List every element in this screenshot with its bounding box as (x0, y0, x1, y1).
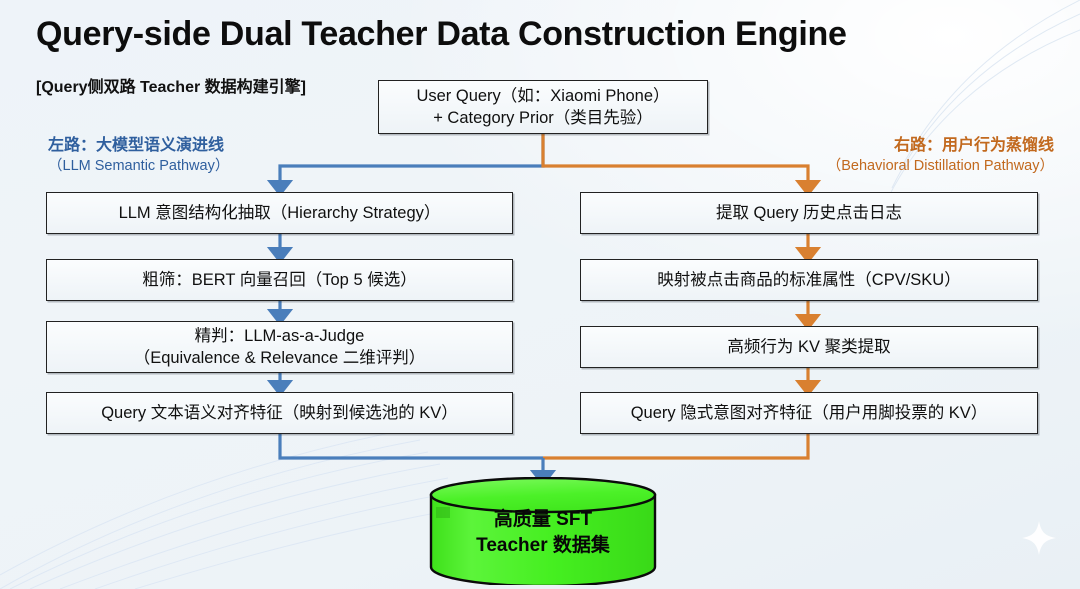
datastore-cylinder[interactable]: 高质量 SFT Teacher 数据集 (427, 476, 659, 588)
pathway-label-left-en: （LLM Semantic Pathway） (48, 158, 230, 174)
datastore-label-line1: 高质量 SFT (493, 509, 593, 530)
left-step-4-line1: Query 文本语义对齐特征（映射到候选池的 KV） (101, 404, 458, 422)
input-node-line1: User Query（如：Xiaomi Phone） (416, 87, 670, 105)
wire-left-to-datastore (278, 434, 543, 460)
left-step-3-line1: 精判：LLM-as-a-Judge (194, 327, 365, 345)
wire-right-to-datastore (543, 434, 810, 460)
input-node-user-query[interactable]: User Query（如：Xiaomi Phone） + Category Pr… (378, 80, 708, 134)
right-step-1[interactable]: 提取 Query 历史点击日志 (580, 192, 1038, 234)
pathway-label-right: 右路：用户行为蒸馏线 （Behavioral Distillation Path… (827, 136, 1054, 176)
page-subtitle: [Query侧双路 Teacher 数据构建引擎] (36, 79, 306, 96)
right-step-4[interactable]: Query 隐式意图对齐特征（用户用脚投票的 KV） (580, 392, 1038, 434)
pathway-label-right-cn: 右路：用户行为蒸馏线 (893, 137, 1054, 154)
left-step-3-line2: （Equivalence & Relevance 二维评判） (133, 349, 426, 367)
sparkle-icon (1022, 521, 1056, 555)
wire-input-to-left (266, 134, 545, 197)
datastore-label-line2: Teacher 数据集 (476, 535, 610, 556)
left-step-1-line1: LLM 意图结构化抽取（Hierarchy Strategy） (118, 204, 441, 222)
left-step-2[interactable]: 粗筛：BERT 向量召回（Top 5 候选） (46, 259, 513, 301)
cylinder-shape (429, 476, 657, 588)
right-step-3[interactable]: 高频行为 KV 聚类提取 (580, 326, 1038, 368)
right-step-1-line1: 提取 Query 历史点击日志 (715, 204, 903, 222)
pathway-label-left: 左路：大模型语义演进线 （LLM Semantic Pathway） (48, 136, 229, 176)
pathway-label-right-en: （Behavioral Distillation Pathway） (826, 158, 1054, 174)
left-step-2-line1: 粗筛：BERT 向量召回（Top 5 候选） (142, 271, 417, 289)
right-step-3-line1: 高频行为 KV 聚类提取 (727, 338, 891, 356)
right-step-2-line1: 映射被点击商品的标准属性（CPV/SKU） (657, 271, 961, 289)
page-title: Query-side Dual Teacher Data Constructio… (36, 15, 847, 53)
wire-input-to-right (541, 134, 822, 197)
right-step-2[interactable]: 映射被点击商品的标准属性（CPV/SKU） (580, 259, 1038, 301)
datastore-label: 高质量 SFT Teacher 数据集 (427, 507, 659, 559)
input-node-line2: + Category Prior（类目先验） (433, 109, 653, 127)
pathway-label-left-cn: 左路：大模型语义演进线 (48, 137, 225, 154)
right-step-4-line1: Query 隐式意图对齐特征（用户用脚投票的 KV） (630, 404, 988, 422)
left-step-1[interactable]: LLM 意图结构化抽取（Hierarchy Strategy） (46, 192, 513, 234)
left-step-3[interactable]: 精判：LLM-as-a-Judge （Equivalence & Relevan… (46, 321, 513, 373)
left-step-4[interactable]: Query 文本语义对齐特征（映射到候选池的 KV） (46, 392, 513, 434)
